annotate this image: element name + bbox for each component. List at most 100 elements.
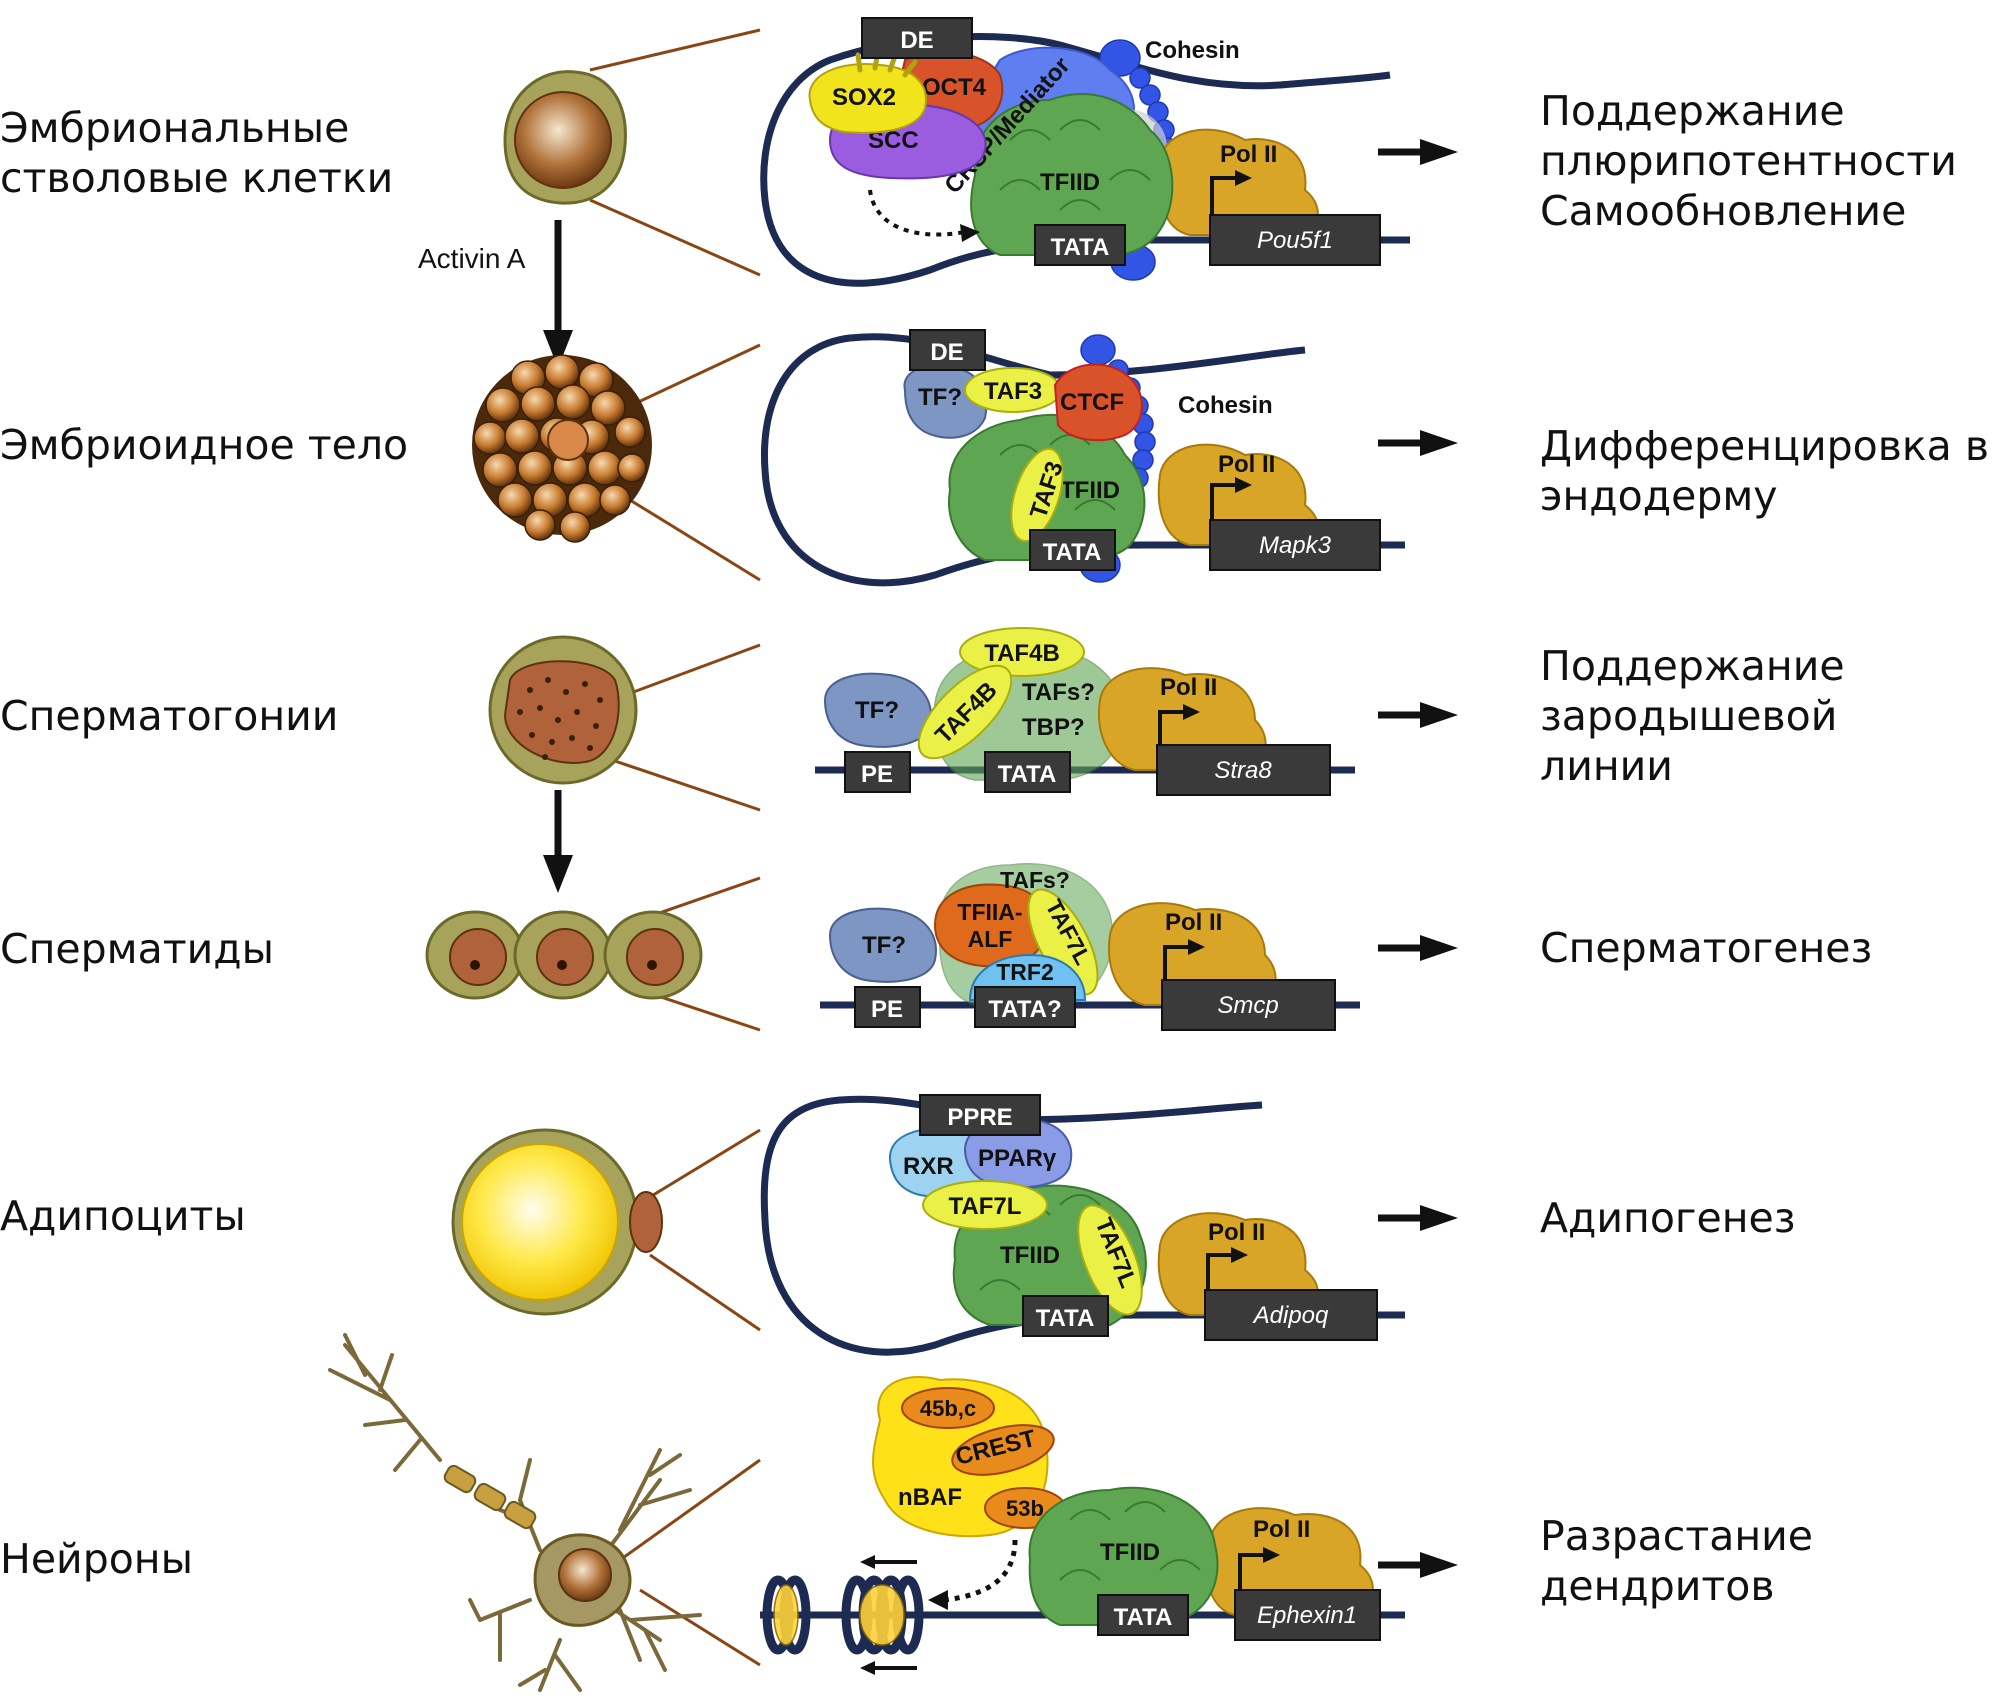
row-2-gene-box: Mapk3 — [1209, 477, 1381, 571]
row-6-cell-label: Нейроны — [0, 1535, 193, 1583]
svg-text:DE: DE — [900, 27, 933, 54]
svg-text:ALF: ALF — [968, 926, 1013, 952]
row-3-outcome: Поддержание зародышевой линии — [1540, 642, 1845, 790]
svg-text:Pol II: Pol II — [1253, 1516, 1310, 1543]
row-1-tata-box: TATA — [1034, 224, 1126, 266]
row-4-tata-box: TATA? — [974, 986, 1076, 1028]
row-5-element-box: PPRE — [919, 1094, 1041, 1136]
svg-text:зародышевой: зародышевой — [1540, 692, 1837, 740]
row-2-cohesin-label: Cohesin — [1178, 392, 1273, 419]
svg-text:Поддержание: Поддержание — [1540, 87, 1845, 135]
svg-text:Pol II: Pol II — [1220, 141, 1277, 168]
row-4-tafs-label: TAFs? — [1000, 867, 1070, 893]
svg-text:PE: PE — [861, 761, 893, 788]
svg-text:Mapk3: Mapk3 — [1259, 532, 1332, 559]
svg-text:TF?: TF? — [862, 932, 906, 959]
row-1-dna-loop — [760, 33, 1410, 287]
row-1-cell-label: Эмбриональные стволовые клетки — [0, 104, 393, 202]
svg-text:TATA: TATA — [1051, 234, 1110, 261]
row-5-outcome: Адипогенез — [1540, 1194, 1796, 1242]
row-1-looping-arrow — [868, 189, 966, 237]
svg-text:Pol II: Pol II — [1218, 451, 1275, 478]
row-5-dna-loop — [760, 1095, 1405, 1356]
svg-text:TFIID: TFIID — [1100, 1539, 1160, 1566]
svg-text:Pol II: Pol II — [1160, 674, 1217, 701]
row-5-tata-box: TATA — [1022, 1295, 1109, 1337]
row-4-outcome: Сперматогенез — [1540, 924, 1872, 972]
svg-text:Самообновление: Самообновление — [1540, 187, 1906, 235]
svg-text:TATA: TATA — [998, 761, 1057, 788]
svg-text:TFIIA-: TFIIA- — [957, 899, 1022, 925]
row-6-gene-box: Ephexin1 — [1234, 1547, 1381, 1641]
svg-text:45b,c: 45b,c — [920, 1396, 976, 1421]
svg-text:TF?: TF? — [855, 697, 899, 724]
spermatogonia-to-spermatids-arrow — [543, 790, 573, 893]
svg-text:дендритов: дендритов — [1540, 1562, 1775, 1610]
row-5-gene-box: Adipoq — [1204, 1247, 1378, 1341]
spermatogonium-cell-icon — [488, 635, 761, 812]
row-2-ctcf: CTCF — [1053, 363, 1143, 442]
svg-text:стволовые клетки: стволовые клетки — [0, 154, 393, 202]
row-3-tata-box: TATA — [984, 751, 1071, 793]
row-4-element-box: PE — [854, 986, 921, 1028]
svg-text:TF?: TF? — [918, 384, 962, 411]
row-4-tfiia-alf: TFIIA- ALF — [933, 883, 1047, 968]
row-1-cohesin-label: Cohesin — [1145, 37, 1240, 64]
outcome-arrows — [1378, 139, 1458, 1578]
row-1-element-box: DE — [861, 17, 973, 59]
row-3-tf-unknown: TF? — [823, 672, 932, 748]
row-3-element-box: PE — [844, 751, 911, 793]
row-3-tbp-label: TBP? — [1022, 714, 1085, 741]
svg-text:TATA?: TATA? — [988, 996, 1061, 1023]
activin-a-label: Activin A — [418, 243, 526, 274]
row-1-tfiid: TFIID — [970, 93, 1174, 258]
activin-arrow — [543, 220, 573, 368]
svg-text:CTCF: CTCF — [1060, 389, 1124, 416]
embryoid-body-icon — [472, 343, 761, 582]
row-2-outcome: Дифференцировка в эндодерму — [1540, 422, 1989, 520]
svg-text:линии: линии — [1540, 742, 1673, 790]
row-3-tafs-label: TAFs? — [1022, 679, 1095, 706]
svg-text:TRF2: TRF2 — [996, 959, 1054, 985]
svg-text:TFIID: TFIID — [1060, 477, 1120, 504]
row-1-gene-box: Pou5f1 — [1209, 170, 1381, 266]
svg-text:RXR: RXR — [903, 1153, 954, 1180]
svg-text:TAF3: TAF3 — [984, 378, 1042, 405]
svg-text:nBAF: nBAF — [898, 1484, 962, 1511]
svg-text:Pol II: Pol II — [1165, 909, 1222, 936]
row-2-tf-unknown: TF? — [903, 364, 988, 439]
row-1-sox2: SOX2 — [808, 49, 927, 134]
row-4-cell-label: Сперматиды — [0, 925, 274, 973]
row-2-tata-box: TATA — [1029, 529, 1116, 571]
svg-text:Дифференцировка в: Дифференцировка в — [1540, 422, 1989, 470]
row-6-outcome: Разрастание дендритов — [1540, 1512, 1813, 1610]
svg-text:TATA: TATA — [1043, 539, 1102, 566]
row-6-tfiid: TFIID — [1028, 1486, 1219, 1626]
row-2-element-box: DE — [909, 329, 986, 371]
row-5-cell-label: Адипоциты — [0, 1192, 246, 1240]
svg-text:Поддержание: Поддержание — [1540, 642, 1845, 690]
svg-text:TFIID: TFIID — [1000, 1242, 1060, 1269]
svg-text:OCT4: OCT4 — [922, 74, 987, 101]
svg-text:TATA: TATA — [1114, 1604, 1173, 1631]
svg-text:эндодерму: эндодерму — [1540, 472, 1778, 520]
svg-text:TAF4B: TAF4B — [984, 640, 1060, 667]
row-2-cell-label: Эмбриоидное тело — [0, 421, 408, 469]
svg-text:Ephexin1: Ephexin1 — [1257, 1602, 1357, 1629]
row-6-pol2: Pol II — [1205, 1507, 1374, 1616]
svg-text:TATA: TATA — [1036, 1305, 1095, 1332]
svg-text:PPARγ: PPARγ — [978, 1145, 1057, 1172]
row-3-cell-label: Сперматогонии — [0, 692, 338, 740]
svg-text:DE: DE — [930, 339, 963, 366]
svg-text:Smcp: Smcp — [1217, 992, 1278, 1019]
svg-text:Эмбриональные: Эмбриональные — [0, 104, 349, 152]
svg-text:плюрипотентности: плюрипотентности — [1540, 137, 1957, 185]
svg-text:PPRE: PPRE — [947, 1104, 1012, 1131]
svg-text:Pou5f1: Pou5f1 — [1257, 227, 1333, 254]
row-4-gene-box: Smcp — [1161, 939, 1336, 1031]
spermatids-icon — [425, 876, 761, 1032]
row-6-tata-box: TATA — [1097, 1594, 1189, 1636]
row-6-45bc: 45b,c — [901, 1387, 995, 1429]
svg-text:Adipoq: Adipoq — [1252, 1302, 1329, 1329]
